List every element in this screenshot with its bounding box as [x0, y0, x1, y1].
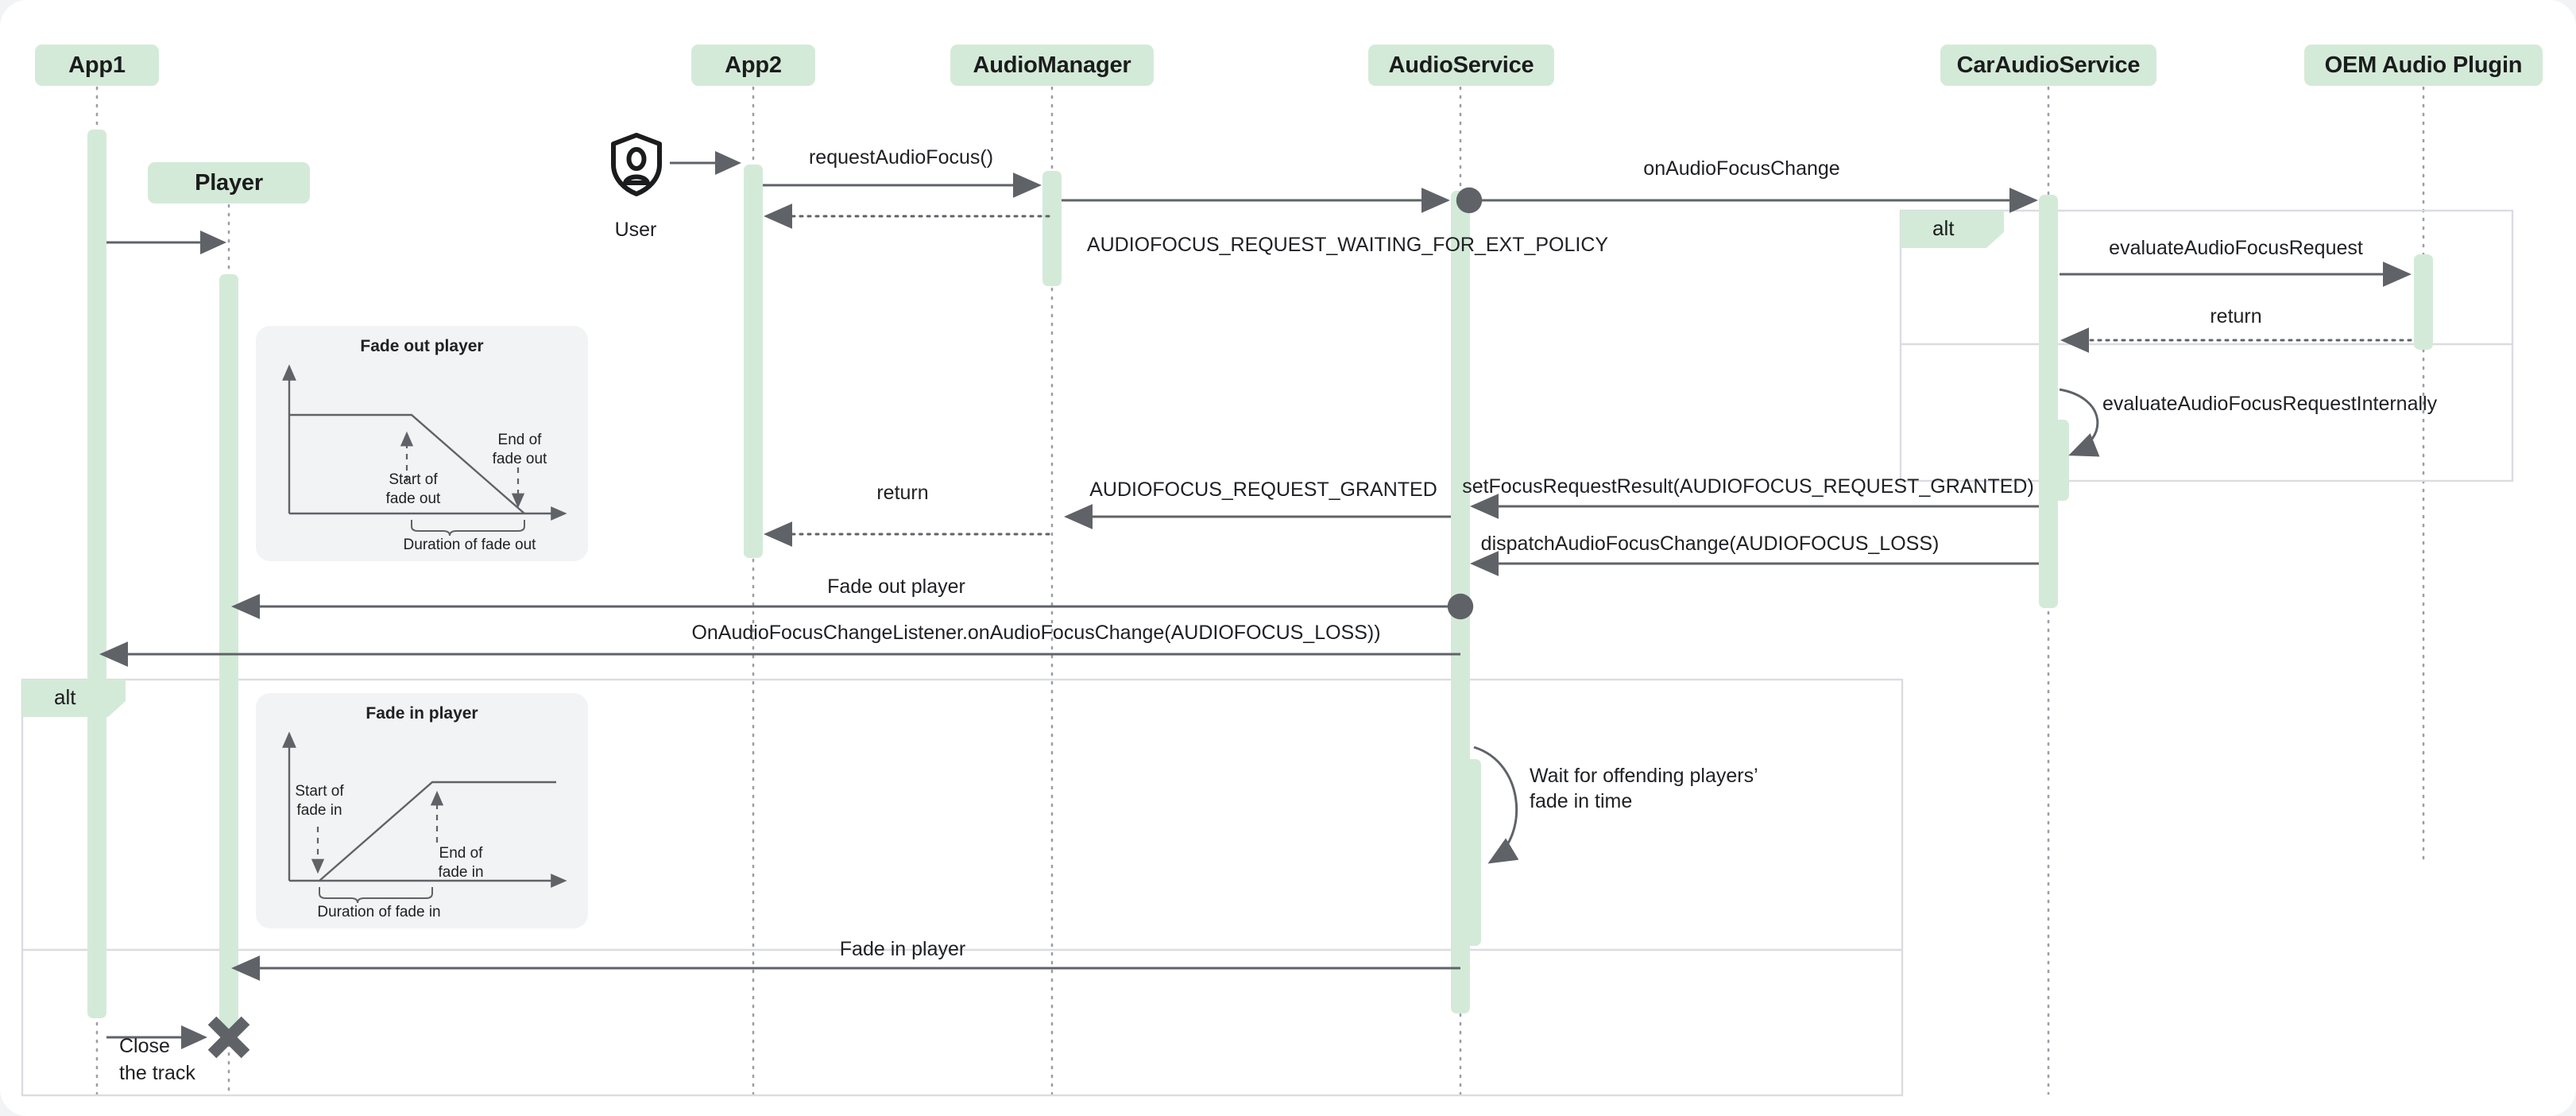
note-title: Fade in player [366, 704, 478, 723]
participant-caraudioservice[interactable]: CarAudioService [1940, 45, 2156, 86]
message-label-fade-in-player: Fade in player [839, 938, 966, 960]
message-label-dispatchAudioFocusChange: dispatchAudioFocusChange(AUDIOFOCUS_LOSS… [1480, 533, 1940, 555]
note-annotation-end-of-fade-out: End of fade out [492, 432, 547, 467]
activation-caraudioservice-nested[interactable] [2050, 420, 2069, 501]
activation-app1[interactable] [87, 130, 106, 1018]
fragment-alt-right [1899, 209, 2514, 482]
participant-label: CarAudioService [1956, 52, 2141, 78]
message-label-fade-out-player: Fade out player [827, 575, 965, 598]
fragment-operator-tag [1901, 211, 2004, 248]
activation-audiomanager[interactable] [1042, 171, 1062, 286]
message-label-audiofocus-waiting-for-ext-policy: AUDIOFOCUS_REQUEST_WAITING_FOR_EXT_POLIC… [1086, 234, 1609, 256]
participant-audioservice[interactable]: AudioService [1368, 45, 1554, 86]
participant-label: AudioManager [973, 52, 1131, 78]
note-annotation-duration-of-fade-in: Duration of fade in [317, 904, 441, 920]
note-annotation-start-of-fade-in: Start of fade in [295, 783, 344, 819]
participant-oemaudioplugin[interactable]: OEM Audio Plugin [2304, 45, 2543, 86]
fragment-label-alt-left: alt [54, 685, 76, 709]
actor-label-user: User [614, 219, 657, 241]
activation-caraudioservice[interactable] [2039, 195, 2058, 608]
participant-label: App2 [725, 52, 782, 78]
note-annotation-start-of-fade-out: Start of fade out [385, 471, 441, 507]
message-wait-for-fade-in-time [1473, 746, 1519, 864]
note-annotation-end-of-fade-in: End of fade in [438, 845, 484, 881]
fragment-label-alt-right: alt [1932, 216, 1955, 240]
note-annotation-duration-of-fade-out: Duration of fade out [403, 537, 536, 553]
participant-audiomanager[interactable]: AudioManager [950, 45, 1154, 86]
participant-label: App1 [68, 52, 126, 78]
message-label-wait-for-fade-in-time: Wait for offending players’ fade in time [1530, 765, 1758, 812]
message-label-onAudioFocusChange: onAudioFocusChange [1643, 157, 1840, 180]
message-label-return-from-oem: return [2210, 305, 2262, 327]
participant-label: Player [195, 169, 263, 196]
message-evaluateAudioFocusRequestInternally [2059, 388, 2100, 457]
destroy-x-icon [207, 1016, 250, 1059]
participant-app2[interactable]: App2 [691, 45, 815, 86]
shield-person-icon [611, 133, 662, 196]
message-label-audiofocus-request-granted: AUDIOFOCUS_REQUEST_GRANTED [1089, 479, 1437, 501]
note-fade-in-player: Fade in player Start of fade in End of f… [256, 693, 588, 928]
participant-player[interactable]: Player [148, 162, 310, 203]
participant-app1[interactable]: App1 [35, 45, 159, 86]
activation-oemaudioplugin[interactable] [2414, 254, 2433, 350]
messages [99, 151, 2412, 1049]
message-label-close-the-track: Close the track [119, 1035, 195, 1084]
message-label-onAudioFocusChangeListener: OnAudioFocusChangeListener.onAudioFocusC… [691, 622, 1381, 644]
message-label-evaluateAudioFocusRequest: evaluateAudioFocusRequest [2109, 237, 2363, 259]
message-label-requestAudioFocus: requestAudioFocus() [808, 146, 994, 169]
message-label-evaluateAudioFocusRequestInternally: evaluateAudioFocusRequestInternally [2102, 393, 2438, 415]
activation-app2[interactable] [744, 165, 763, 558]
message-label-setFocusRequestResult: setFocusRequestResult(AUDIOFOCUS_REQUEST… [1462, 475, 2034, 498]
note-title: Fade out player [360, 337, 484, 355]
activation-audioservice-nested[interactable] [1462, 759, 1481, 946]
participant-label: OEM Audio Plugin [2324, 52, 2523, 78]
message-label-return-to-app2: return [876, 482, 929, 504]
note-fade-out-player: Fade out player Start of fade [256, 326, 588, 561]
participant-label: AudioService [1388, 52, 1534, 78]
